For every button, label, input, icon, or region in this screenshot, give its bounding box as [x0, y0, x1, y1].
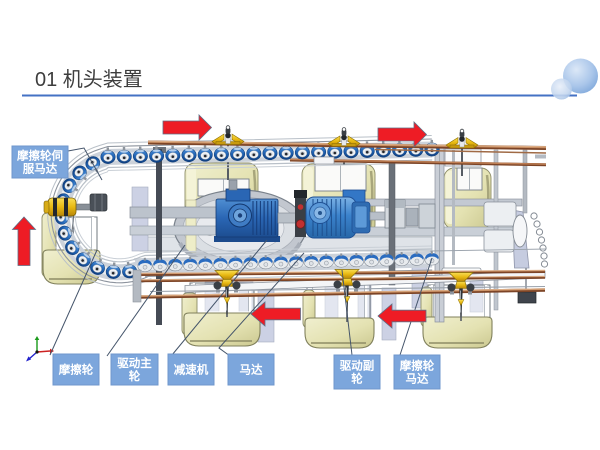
svg-text:服马达: 服马达	[23, 162, 58, 176]
svg-text:驱动副: 驱动副	[340, 359, 375, 373]
svg-text:轮: 轮	[351, 372, 363, 386]
svg-text:摩擦轮伺: 摩擦轮伺	[17, 149, 63, 163]
svg-text:马达: 马达	[406, 372, 429, 386]
svg-text:摩擦轮: 摩擦轮	[59, 363, 94, 377]
svg-text:驱动主: 驱动主	[117, 356, 152, 370]
svg-text:01 机头装置: 01 机头装置	[35, 68, 143, 91]
svg-text:摩擦轮: 摩擦轮	[400, 359, 435, 373]
svg-text:减速机: 减速机	[174, 363, 209, 377]
svg-text:马达: 马达	[240, 363, 263, 377]
svg-text:轮: 轮	[129, 369, 141, 383]
